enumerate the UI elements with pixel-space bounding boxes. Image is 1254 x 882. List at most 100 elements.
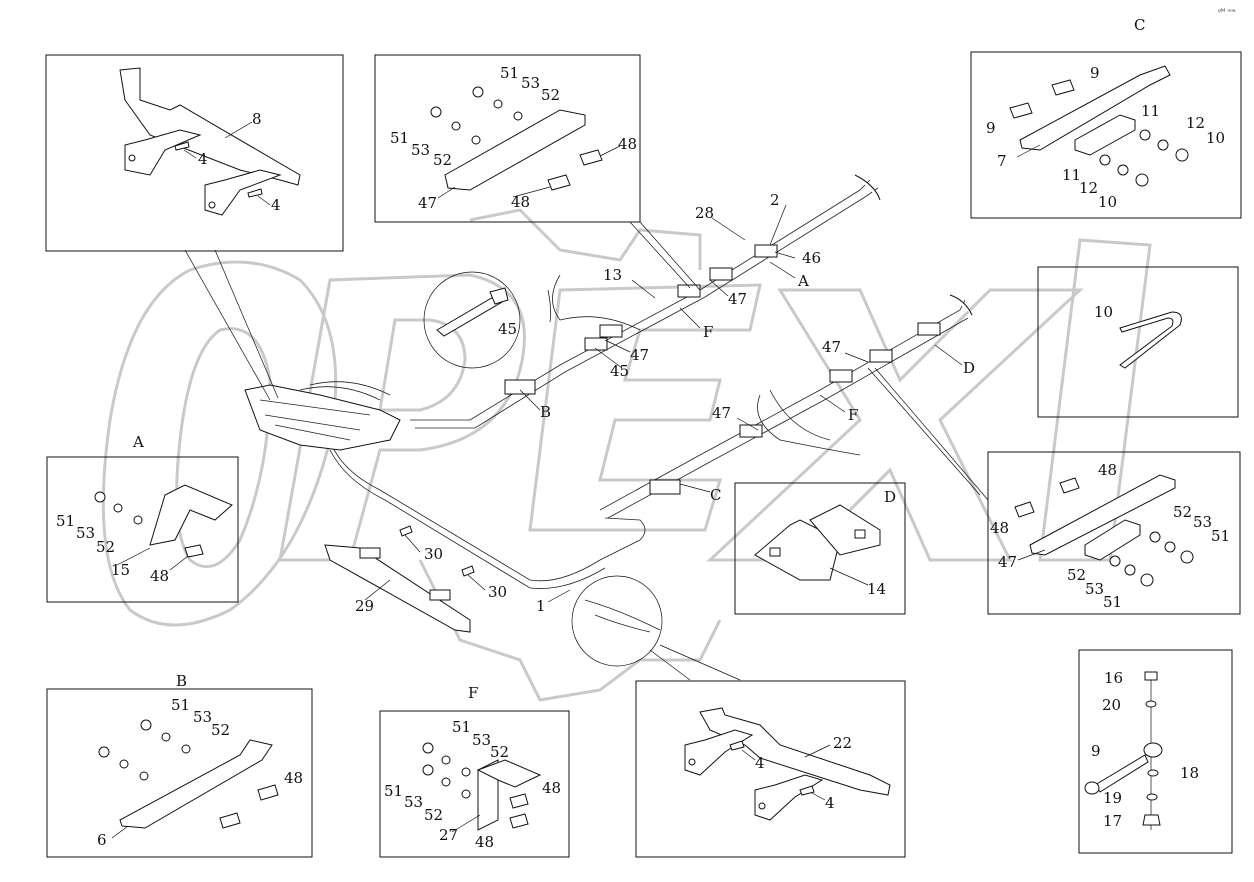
- callout-52-left: 52: [424, 806, 443, 824]
- callout-47a: 47: [728, 290, 747, 308]
- callout-A: A: [797, 272, 809, 290]
- callout-53-top: 53: [521, 74, 540, 92]
- callout-47b: 47: [630, 346, 649, 364]
- corner-mark: ᵍᴹ ᵒᵒᵃ: [1218, 8, 1236, 16]
- callout-47d: 47: [712, 404, 731, 422]
- callout-F-a: F: [703, 323, 713, 341]
- callout-15: 15: [111, 561, 130, 579]
- detail-top-left: 8 4 4: [45, 54, 344, 252]
- detail-C: C 9 9 7 11 12 10 11 12 10: [970, 16, 1242, 219]
- callout-52-top: 52: [541, 86, 560, 104]
- callout-47: 47: [418, 194, 437, 212]
- callout-52: 52: [96, 538, 115, 556]
- callout-19: 19: [1103, 789, 1122, 807]
- detail-D: D 14: [734, 482, 906, 615]
- callout-52-top: 52: [490, 743, 509, 761]
- callout-48-left: 48: [990, 519, 1009, 537]
- callout-10-bottom: 10: [1098, 193, 1117, 211]
- callout-52: 52: [211, 721, 230, 739]
- callout-48-bottom: 48: [511, 193, 530, 211]
- callout-18: 18: [1180, 764, 1199, 782]
- callout-6: 6: [97, 831, 107, 849]
- callout-20: 20: [1102, 696, 1121, 714]
- callout-51-bottom: 51: [1103, 593, 1122, 611]
- callout-51: 51: [56, 512, 75, 530]
- callout-48-bottom: 48: [475, 833, 494, 851]
- callout-47c: 47: [822, 338, 841, 356]
- detail-B-title: B: [176, 672, 187, 690]
- callout-4-lower: 4: [271, 196, 281, 214]
- callout-27: 27: [439, 826, 458, 844]
- callout-1: 1: [536, 597, 546, 615]
- callout-F-b: F: [848, 406, 858, 424]
- callout-48-right: 48: [542, 779, 561, 797]
- detail-A: A 51 53 52 15 48: [46, 433, 239, 603]
- detail-bottom-center: 22 4 4: [635, 680, 906, 858]
- detail-top-center: 51 53 52 51 53 52 48 48 47: [374, 54, 641, 223]
- callout-46: 46: [802, 249, 821, 267]
- detail-A-title: A: [132, 433, 144, 451]
- callout-4-upper: 4: [198, 150, 208, 168]
- callout-53: 53: [193, 708, 212, 726]
- callout-13: 13: [603, 266, 622, 284]
- callout-14: 14: [867, 580, 886, 598]
- callout-52-top: 52: [1173, 503, 1192, 521]
- callout-51: 51: [171, 696, 190, 714]
- callout-51-left: 51: [384, 782, 403, 800]
- callout-10-clip: 10: [1094, 303, 1113, 321]
- main-callouts: 2 28 46 A 13 47 F 47 45 B 45 47 D 47 F C…: [355, 191, 975, 615]
- callout-9: 9: [1091, 742, 1101, 760]
- callout-53-left: 53: [404, 793, 423, 811]
- callout-B: B: [540, 403, 551, 421]
- callout-48: 48: [284, 769, 303, 787]
- callout-10-top: 10: [1206, 129, 1225, 147]
- detail-clip: 10: [1037, 266, 1239, 418]
- callout-45b: 45: [610, 362, 629, 380]
- callout-16: 16: [1104, 669, 1123, 687]
- callout-22: 22: [833, 734, 852, 752]
- callout-8: 8: [252, 110, 262, 128]
- main-harness: [184, 174, 989, 681]
- callout-47: 47: [998, 553, 1017, 571]
- callout-52-bottom: 52: [1067, 566, 1086, 584]
- watermark-opex: [101, 208, 1152, 702]
- callout-9-left: 9: [986, 119, 996, 137]
- callout-53: 53: [76, 524, 95, 542]
- callout-48: 48: [150, 567, 169, 585]
- callout-53-top: 53: [1193, 513, 1212, 531]
- callout-52-left: 52: [433, 151, 452, 169]
- callout-45a: 45: [498, 320, 517, 338]
- detail-F-title: F: [468, 684, 478, 702]
- detail-link: 16 20 9 18 19 17: [1078, 649, 1233, 854]
- detail-B: B 51 53 52 48 6: [46, 672, 313, 858]
- callout-30b: 30: [488, 583, 507, 601]
- callout-4-lower: 4: [825, 794, 835, 812]
- callout-51-top: 51: [500, 64, 519, 82]
- callout-51-top: 51: [452, 718, 471, 736]
- detail-D-title: D: [884, 488, 896, 506]
- callout-53-top: 53: [472, 731, 491, 749]
- callout-53-bottom: 53: [1085, 580, 1104, 598]
- detail-C-title: C: [1134, 16, 1145, 34]
- callout-51-left: 51: [390, 129, 409, 147]
- detail-right: 48 48 47 52 53 51 52 53 51: [987, 451, 1241, 615]
- callout-D: D: [963, 359, 975, 377]
- callout-51-top: 51: [1211, 527, 1230, 545]
- callout-4-upper: 4: [755, 754, 765, 772]
- callout-9-top: 9: [1090, 64, 1100, 82]
- callout-C: C: [710, 486, 721, 504]
- callout-48-top: 48: [1098, 461, 1117, 479]
- callout-11-top: 11: [1141, 102, 1160, 120]
- callout-7: 7: [997, 152, 1007, 170]
- callout-30a: 30: [424, 545, 443, 563]
- callout-2: 2: [770, 191, 780, 209]
- callout-17: 17: [1103, 812, 1122, 830]
- callout-29: 29: [355, 597, 374, 615]
- detail-F: F 51 53 52 51 53 52 48 48 27: [379, 684, 570, 858]
- callout-48-right: 48: [618, 135, 637, 153]
- callout-12-bottom: 12: [1079, 179, 1098, 197]
- callout-28: 28: [695, 204, 714, 222]
- callout-53-left: 53: [411, 141, 430, 159]
- callout-11-bottom: 11: [1062, 166, 1081, 184]
